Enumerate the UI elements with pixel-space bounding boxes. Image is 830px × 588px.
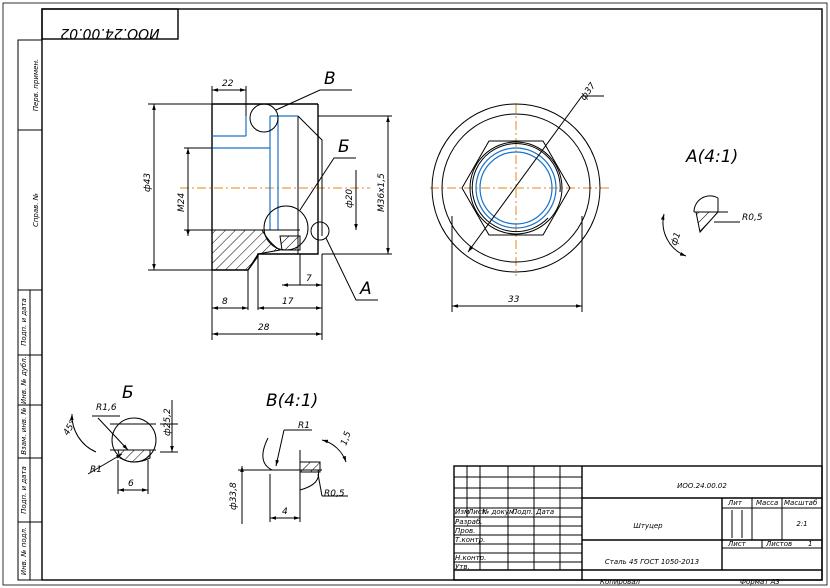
dim-v-15: 1,5 (339, 430, 353, 447)
tb-role-3: Н.контр. (455, 554, 486, 562)
dim-v-r1: R1 (298, 421, 310, 431)
label-view-v: В(4:1) (266, 391, 318, 411)
tb-role-4: Утв. (455, 563, 470, 571)
detail-circle-a (310, 221, 330, 241)
dim-22: 22 (222, 79, 234, 89)
strip-label-6: Инв. № подл. (20, 527, 28, 575)
label-view-a: А(4:1) (685, 147, 738, 167)
dim-a-r05: R0,5 (742, 213, 763, 223)
tb-row-date: Дата (535, 508, 554, 516)
dim-b-6: 6 (128, 479, 134, 489)
dim-m36: М36х1,5 (377, 173, 387, 212)
strip-label-3: Инв. № дубл. (20, 356, 28, 404)
strip-label-0: Перв. примен. (32, 59, 40, 112)
dim-28: 28 (258, 323, 270, 333)
end-view: ф37 33 (430, 81, 610, 312)
label-main-b: Б (338, 137, 350, 157)
dim-b-r16: R1,6 (96, 403, 117, 413)
dim-33: 33 (508, 295, 520, 305)
strip-label-1: Справ. № (32, 193, 40, 227)
tb-role-2: Т.контр. (455, 536, 485, 544)
label-main-a: А (359, 279, 372, 299)
tb-row-doc: № докум. (481, 508, 517, 516)
top-stamp-text: ИОО.24.00.02 (60, 25, 159, 41)
tb-row-izm: Изм (455, 508, 470, 516)
tb-hdr-sheets: Листов (765, 540, 792, 548)
label-view-b: Б (122, 383, 134, 403)
tb-role-0: Разраб. (455, 518, 483, 526)
detail-circle-b (263, 205, 309, 251)
tb-row-sign: Подп. (512, 508, 533, 516)
strip-label-4: Взам. инв. № (20, 407, 28, 455)
tb-hdr-mass: Масса (756, 499, 778, 507)
main-section-view: В Б А 22 ф43 М24 ф20 М36х1,5 7 (143, 69, 392, 340)
dim-v-r05: R0,5 (324, 489, 345, 499)
dim-17: 17 (282, 297, 294, 307)
tb-scale-value: 2:1 (796, 520, 807, 528)
strip-label-2: Подп. и дата (20, 298, 28, 346)
left-strip: Перв. примен. Справ. № Подп. и дата Инв.… (17, 39, 43, 581)
dim-b-45: 45° (62, 419, 79, 438)
tb-sheet-value: 1 (808, 540, 812, 548)
dim-7: 7 (306, 274, 312, 284)
tb-hdr-scale: Масштаб (784, 499, 818, 507)
tb-material: Сталь 45 ГОСТ 1050-2013 (605, 558, 699, 566)
tb-hdr-lit: Лит (727, 499, 743, 507)
tb-row-list: Лист (467, 508, 487, 516)
dim-m24: М24 (177, 193, 187, 212)
strip-label-5: Подп. и дата (20, 466, 28, 514)
tb-format: Формат А3 (740, 578, 780, 586)
tb-designation: ИОО.24.00.02 (677, 482, 727, 490)
detail-circle-v (249, 103, 279, 133)
dim-d37: ф37 (579, 81, 599, 103)
dim-b-252: ф25,2 (163, 408, 173, 436)
label-main-v: В (324, 69, 336, 89)
detail-view-b: Б R1,6 R1 45° ф25,2 6 (62, 383, 178, 494)
sheet-frame (41, 8, 823, 581)
dim-d20: ф20 (345, 189, 355, 208)
tb-copied: Копировал (600, 578, 641, 586)
tb-hdr-sheet: Лист (727, 540, 747, 548)
tb-part-name: Штуцер (633, 522, 663, 530)
dim-8: 8 (222, 297, 228, 307)
dim-v-4: 4 (282, 507, 288, 517)
dim-v-338: ф33,8 (229, 482, 239, 510)
dim-d43: ф43 (143, 173, 153, 192)
detail-view-a: А(4:1) R0,5 ф1 (660, 147, 763, 257)
detail-view-v: В(4:1) R1 1,5 ф33,8 4 R0,5 (229, 391, 354, 524)
dim-a-d1: ф1 (669, 231, 683, 247)
tb-role-1: Пров. (455, 527, 475, 535)
title-block: Изм Лист № докум. Подп. Дата Разраб. Про… (453, 465, 823, 586)
dim-b-r1: R1 (90, 465, 102, 475)
top-stamp-box (41, 8, 179, 40)
